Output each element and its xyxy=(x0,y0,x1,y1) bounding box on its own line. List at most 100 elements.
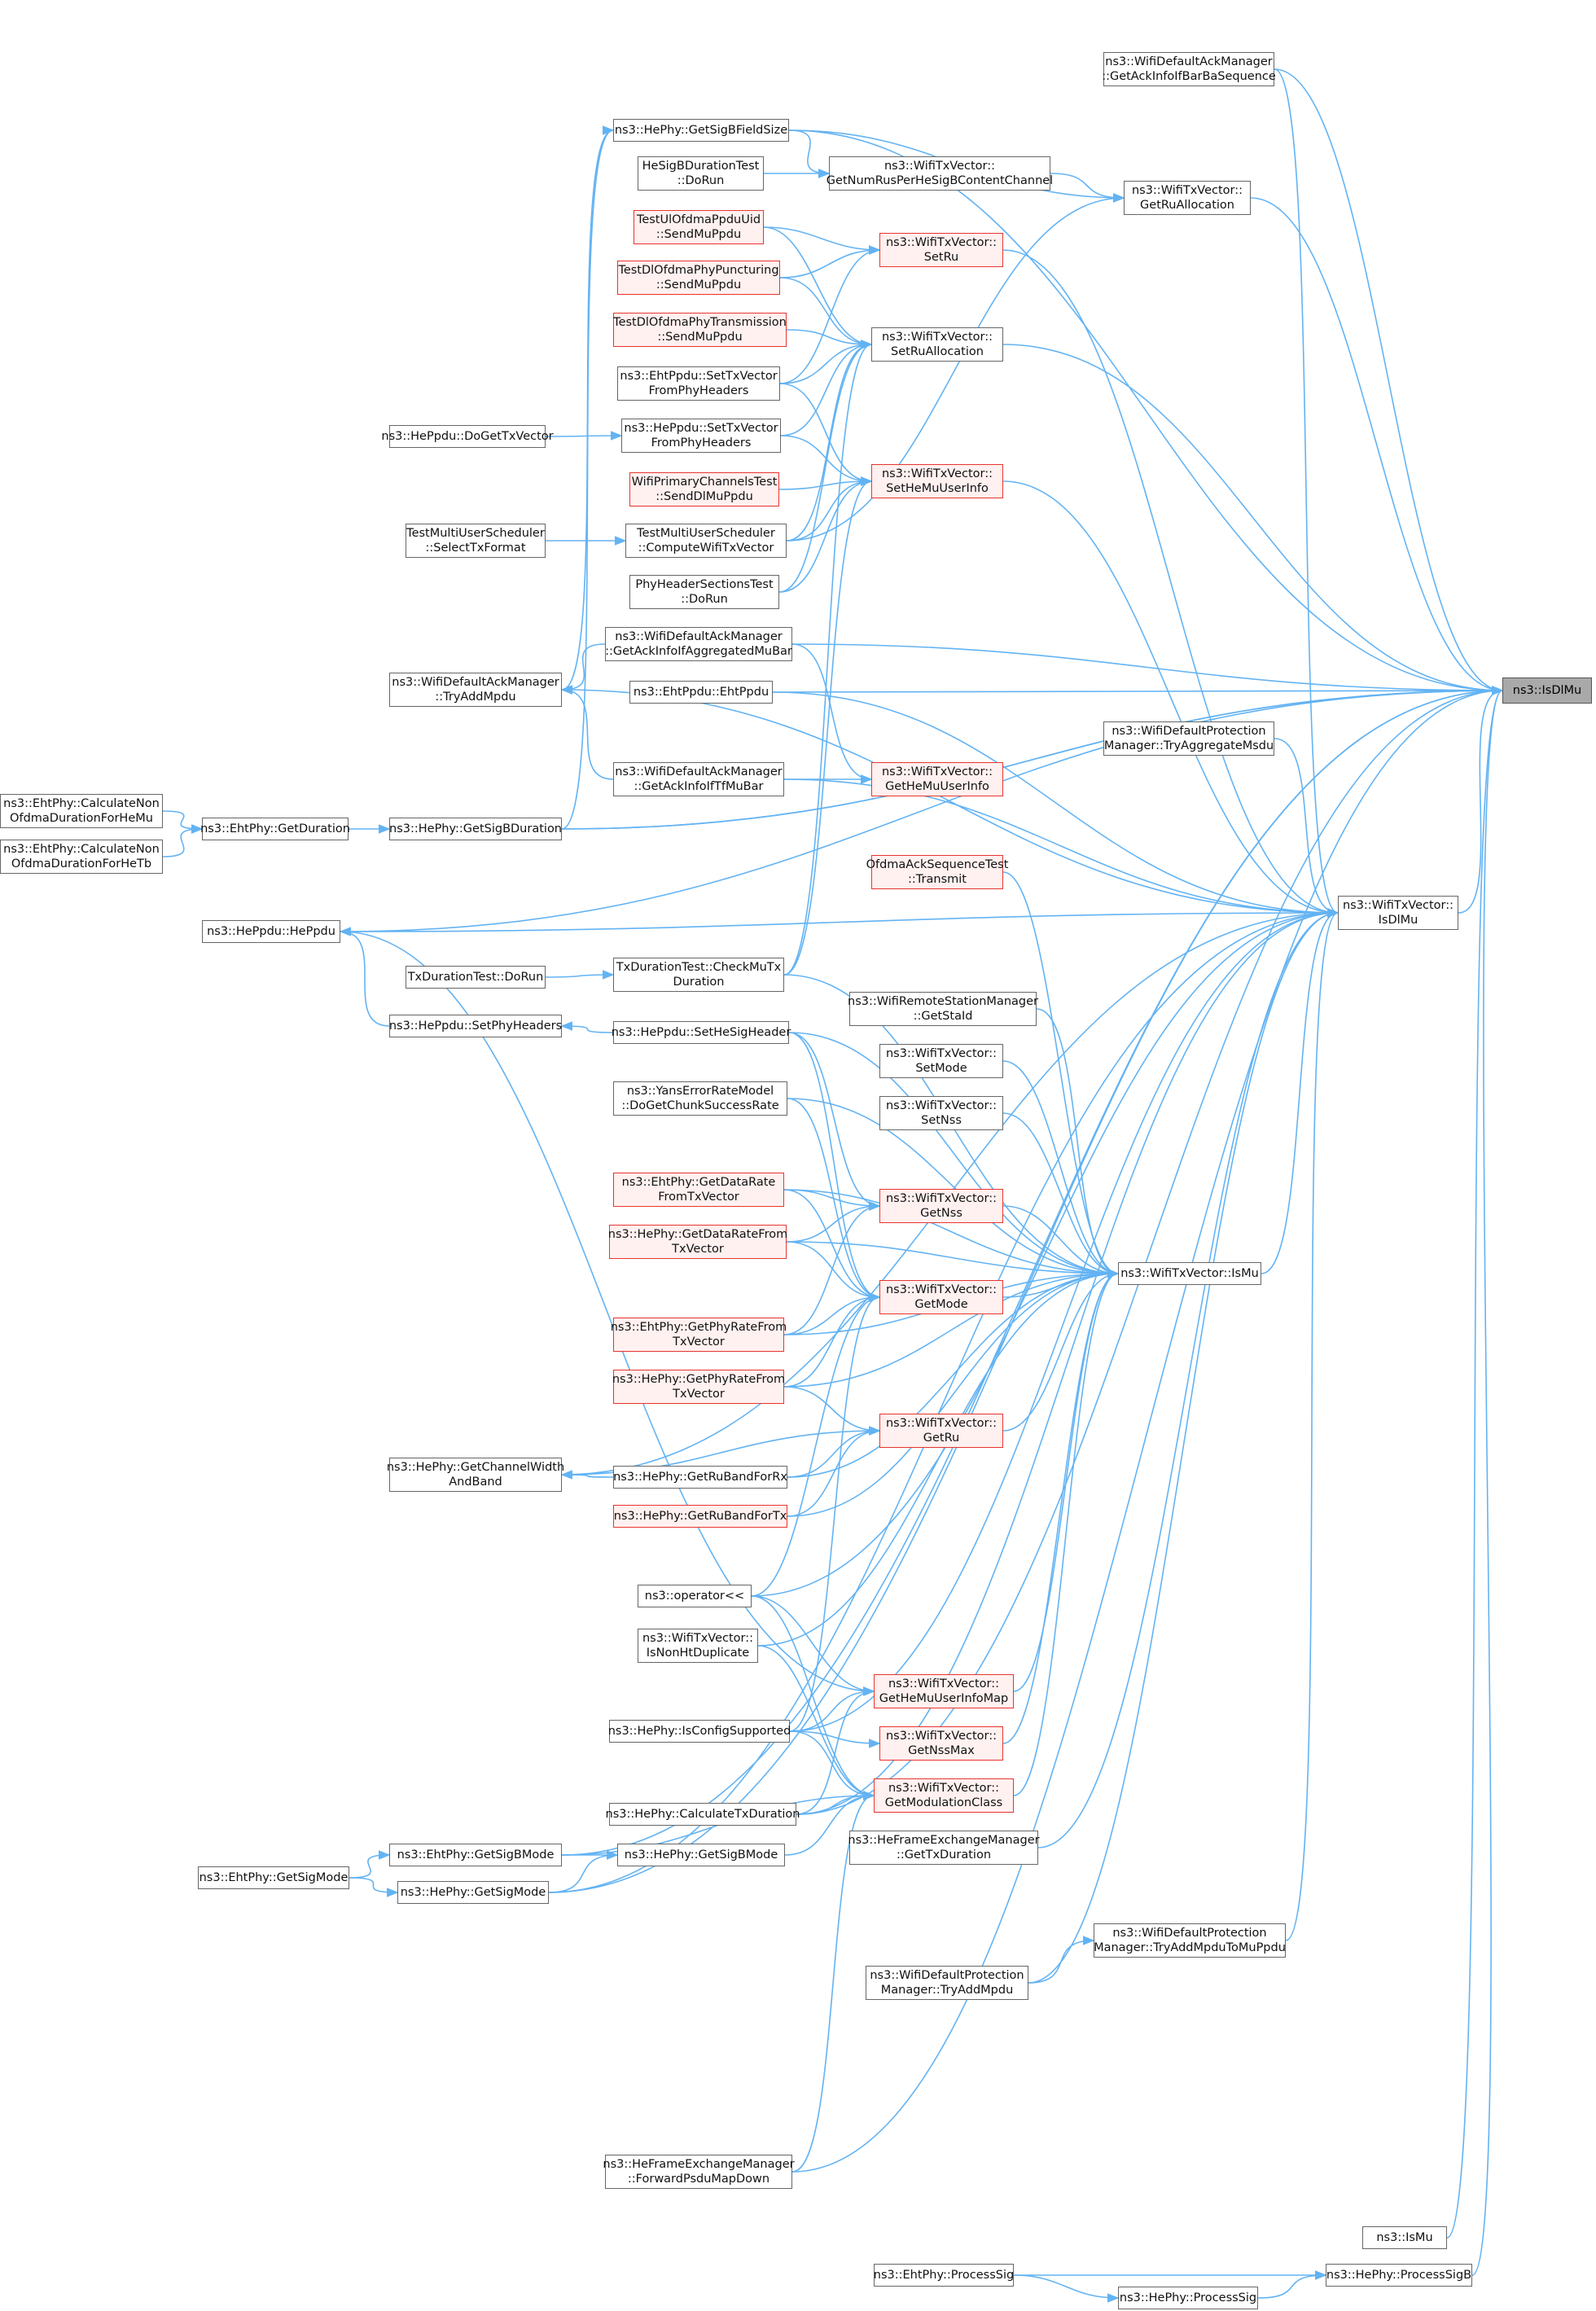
call-edge xyxy=(1037,908,1340,1848)
graph-node-label: ns3::WifiTxVector:: xyxy=(888,1782,1000,1795)
call-edge xyxy=(788,1032,881,1211)
graph-node-isconfigsupported[interactable]: ns3::HePhy::IsConfigSupported xyxy=(608,1720,791,1743)
graph-node-getackinfoifbarbaseq[interactable]: ns3::WifiDefaultAckManager::GetAckInfoIf… xyxy=(1102,52,1276,86)
call-edge xyxy=(783,476,873,976)
call-edge xyxy=(1002,344,1504,695)
graph-node-hephyprocesssigb[interactable]: ns3::HePhy::ProcessSigB xyxy=(1326,2264,1472,2287)
graph-node-label: TxVector xyxy=(672,1243,724,1256)
call-edge xyxy=(789,1292,881,1732)
call-edge xyxy=(789,1730,881,1748)
graph-node-ehtgetsigmode[interactable]: ns3::EhtPhy::GetSigMode xyxy=(198,1866,349,1889)
graph-node-ehtppdu[interactable]: ns3::EhtPpdu::EhtPpdu xyxy=(629,681,773,704)
graph-node-setruallocation[interactable]: ns3::WifiTxVector::SetRuAllocation xyxy=(871,327,1003,362)
graph-node-label: TxVector xyxy=(673,1388,725,1401)
call-edge xyxy=(560,643,606,695)
graph-node-computewifitx[interactable]: TestMultiUserScheduler::ComputeWifiTxVec… xyxy=(625,524,787,558)
graph-node-ehtphy-getduration[interactable]: ns3::EhtPhy::GetDuration xyxy=(200,818,350,840)
graph-node-testulofdma[interactable]: TestUlOfdmaPpduUid::SendMuPpdu xyxy=(634,210,764,244)
graph-node-getackaggmu[interactable]: ns3::WifiDefaultAckManager::GetAckInfoIf… xyxy=(605,627,792,661)
call-edge xyxy=(1002,1269,1120,1744)
graph-node-label: SetMode xyxy=(915,1062,967,1075)
graph-node-label: ns3::WifiTxVector:: xyxy=(885,1192,998,1205)
graph-node-heppdu-dogettx[interactable]: ns3::HePpdu::DoGetTxVector xyxy=(381,425,554,448)
call-edge xyxy=(784,1791,875,1856)
graph-node-ns3ismu[interactable]: ns3::IsMu xyxy=(1362,2226,1447,2249)
graph-node-getruallocation[interactable]: ns3::WifiTxVector::GetRuAllocation xyxy=(1124,181,1251,215)
graph-node-hesigbdurationtest[interactable]: HeSigBDurationTest::DoRun xyxy=(638,156,764,191)
graph-node-heppdu-heppdu[interactable]: ns3::HePpdu::HePpdu xyxy=(202,920,340,943)
graph-node-getacktfmubar[interactable]: ns3::WifiDefaultAckManager::GetAckInfoIf… xyxy=(613,762,784,796)
graph-node-hephy-getsigbduration[interactable]: ns3::HePhy::GetSigBDuration xyxy=(389,818,562,840)
graph-node-setsigheader[interactable]: ns3::HePpdu::SetHeSigHeader xyxy=(612,1021,791,1044)
graph-node-wifiprimary[interactable]: WifiPrimaryChannelsTest::SendDlMuPpdu xyxy=(629,472,779,506)
graph-node-label: Manager::TryAddMpduToMuPpdu xyxy=(1094,1941,1286,1954)
graph-node-isnonht[interactable]: ns3::WifiTxVector::IsNonHtDuplicate xyxy=(638,1629,758,1663)
graph-node-ismu[interactable]: ns3::WifiTxVector::IsMu xyxy=(1118,1262,1261,1285)
graph-node-operator[interactable]: ns3::operator<< xyxy=(638,1585,752,1607)
graph-node-getnssmax[interactable]: ns3::WifiTxVector::GetNssMax xyxy=(879,1726,1003,1761)
call-edge xyxy=(779,245,881,278)
graph-node-getmode[interactable]: ns3::WifiTxVector::GetMode xyxy=(879,1280,1003,1314)
graph-node-ofdmaacktransmit[interactable]: OfdmaAckSequenceTest::Transmit xyxy=(866,855,1008,889)
graph-node-forwardpsdu[interactable]: ns3::HeFrameExchangeManager::ForwardPsdu… xyxy=(603,2155,795,2189)
graph-node-hegetsigbmode[interactable]: ns3::HePhy::GetSigBMode xyxy=(617,1844,785,1866)
graph-node-selecttxformat[interactable]: TestMultiUserScheduler::SelectTxFormat xyxy=(406,524,546,558)
graph-node-hephy-getsigbfieldsize[interactable]: ns3::HePhy::GetSigBFieldSize xyxy=(613,119,789,142)
graph-node-label: ns3::EhtPhy::GetSigBMode xyxy=(397,1848,555,1862)
graph-node-isdlmu: ns3::IsDlMu xyxy=(1502,678,1592,704)
call-edge xyxy=(1002,249,1340,918)
graph-node-hegetsigmode[interactable]: ns3::HePhy::GetSigMode xyxy=(397,1881,549,1904)
graph-node-getnss[interactable]: ns3::WifiTxVector::GetNss xyxy=(879,1189,1003,1223)
graph-node-sethemuuserinfo[interactable]: ns3::WifiTxVector::SetHeMuUserInfo xyxy=(871,464,1003,498)
graph-node-tryaddmpdu-ack[interactable]: ns3::WifiDefaultAckManager::TryAddMpdu xyxy=(389,673,562,707)
graph-node-label: ns3::WifiTxVector:: xyxy=(642,1632,754,1645)
graph-node-label: ::SendMuPpdu xyxy=(656,278,742,292)
graph-node-isdlmu-vec[interactable]: ns3::WifiTxVector::IsDlMu xyxy=(1338,896,1458,930)
graph-node-getnumrus[interactable]: ns3::WifiTxVector::GetNumRusPerHeSigBCon… xyxy=(826,156,1053,191)
graph-node-label: ns3::EhtPpdu::SetTxVector xyxy=(620,370,778,383)
graph-node-label: ::GetTxDuration xyxy=(896,1848,992,1862)
graph-node-getrubandtx[interactable]: ns3::HePhy::GetRuBandForTx xyxy=(613,1505,787,1528)
graph-node-setnss[interactable]: ns3::WifiTxVector::SetNss xyxy=(879,1096,1003,1130)
graph-node-hephyprocesssig[interactable]: ns3::HePhy::ProcessSig xyxy=(1118,2287,1258,2309)
graph-node-label: ns3::WifiTxVector:: xyxy=(881,765,993,778)
graph-node-ehtprocesssig[interactable]: ns3::EhtPhy::ProcessSig xyxy=(874,2264,1014,2287)
graph-node-gethemuuserinfo[interactable]: ns3::WifiTxVector::GetHeMuUserInfo xyxy=(871,762,1003,796)
graph-node-calctxduration[interactable]: ns3::HePhy::CalculateTxDuration xyxy=(606,1803,800,1826)
graph-node-setmode[interactable]: ns3::WifiTxVector::SetMode xyxy=(879,1044,1003,1078)
call-edge xyxy=(1446,686,1504,2239)
graph-node-label: ::DoGetChunkSuccessRate xyxy=(621,1099,779,1112)
graph-node-label: GetNssMax xyxy=(908,1744,975,1757)
graph-node-getstaid[interactable]: ns3::WifiRemoteStationManager::GetStaId xyxy=(848,992,1038,1026)
graph-node-label: HeSigBDurationTest xyxy=(642,160,760,173)
graph-node-testdlpunct[interactable]: TestDlOfdmaPhyPuncturing::SendMuPpdu xyxy=(617,261,780,295)
graph-node-label: ns3::HePhy::GetDataRateFrom xyxy=(607,1228,788,1241)
graph-node-hegettxduration[interactable]: ns3::HeFrameExchangeManager::GetTxDurati… xyxy=(848,1831,1040,1865)
graph-node-getru[interactable]: ns3::WifiTxVector::GetRu xyxy=(879,1414,1003,1448)
graph-node-setru[interactable]: ns3::WifiTxVector::SetRu xyxy=(879,233,1003,267)
graph-node-testdltrans[interactable]: TestDlOfdmaPhyTransmission::SendMuPpdu xyxy=(613,313,787,347)
graph-node-getmodclass[interactable]: ns3::WifiTxVector::GetModulationClass xyxy=(874,1778,1014,1813)
graph-node-txduration-dorun[interactable]: TxDurationTest::DoRun xyxy=(406,966,546,989)
graph-node-getrubandrx[interactable]: ns3::HePhy::GetRuBandForRx xyxy=(613,1466,787,1489)
graph-node-ehtgetsigbmode[interactable]: ns3::EhtPhy::GetSigBMode xyxy=(389,1844,562,1866)
graph-node-phyheadersections[interactable]: PhyHeaderSectionsTest::DoRun xyxy=(629,575,779,609)
graph-node-label: ns3::WifiTxVector:: xyxy=(885,1099,998,1112)
graph-node-setphyheaders[interactable]: ns3::HePpdu::SetPhyHeaders xyxy=(389,1015,562,1037)
graph-node-yanserror[interactable]: ns3::YansErrorRateModel::DoGetChunkSucce… xyxy=(613,1081,787,1116)
graph-node-gethemuuserinfomap[interactable]: ns3::WifiTxVector::GetHeMuUserInfoMap xyxy=(874,1674,1014,1708)
